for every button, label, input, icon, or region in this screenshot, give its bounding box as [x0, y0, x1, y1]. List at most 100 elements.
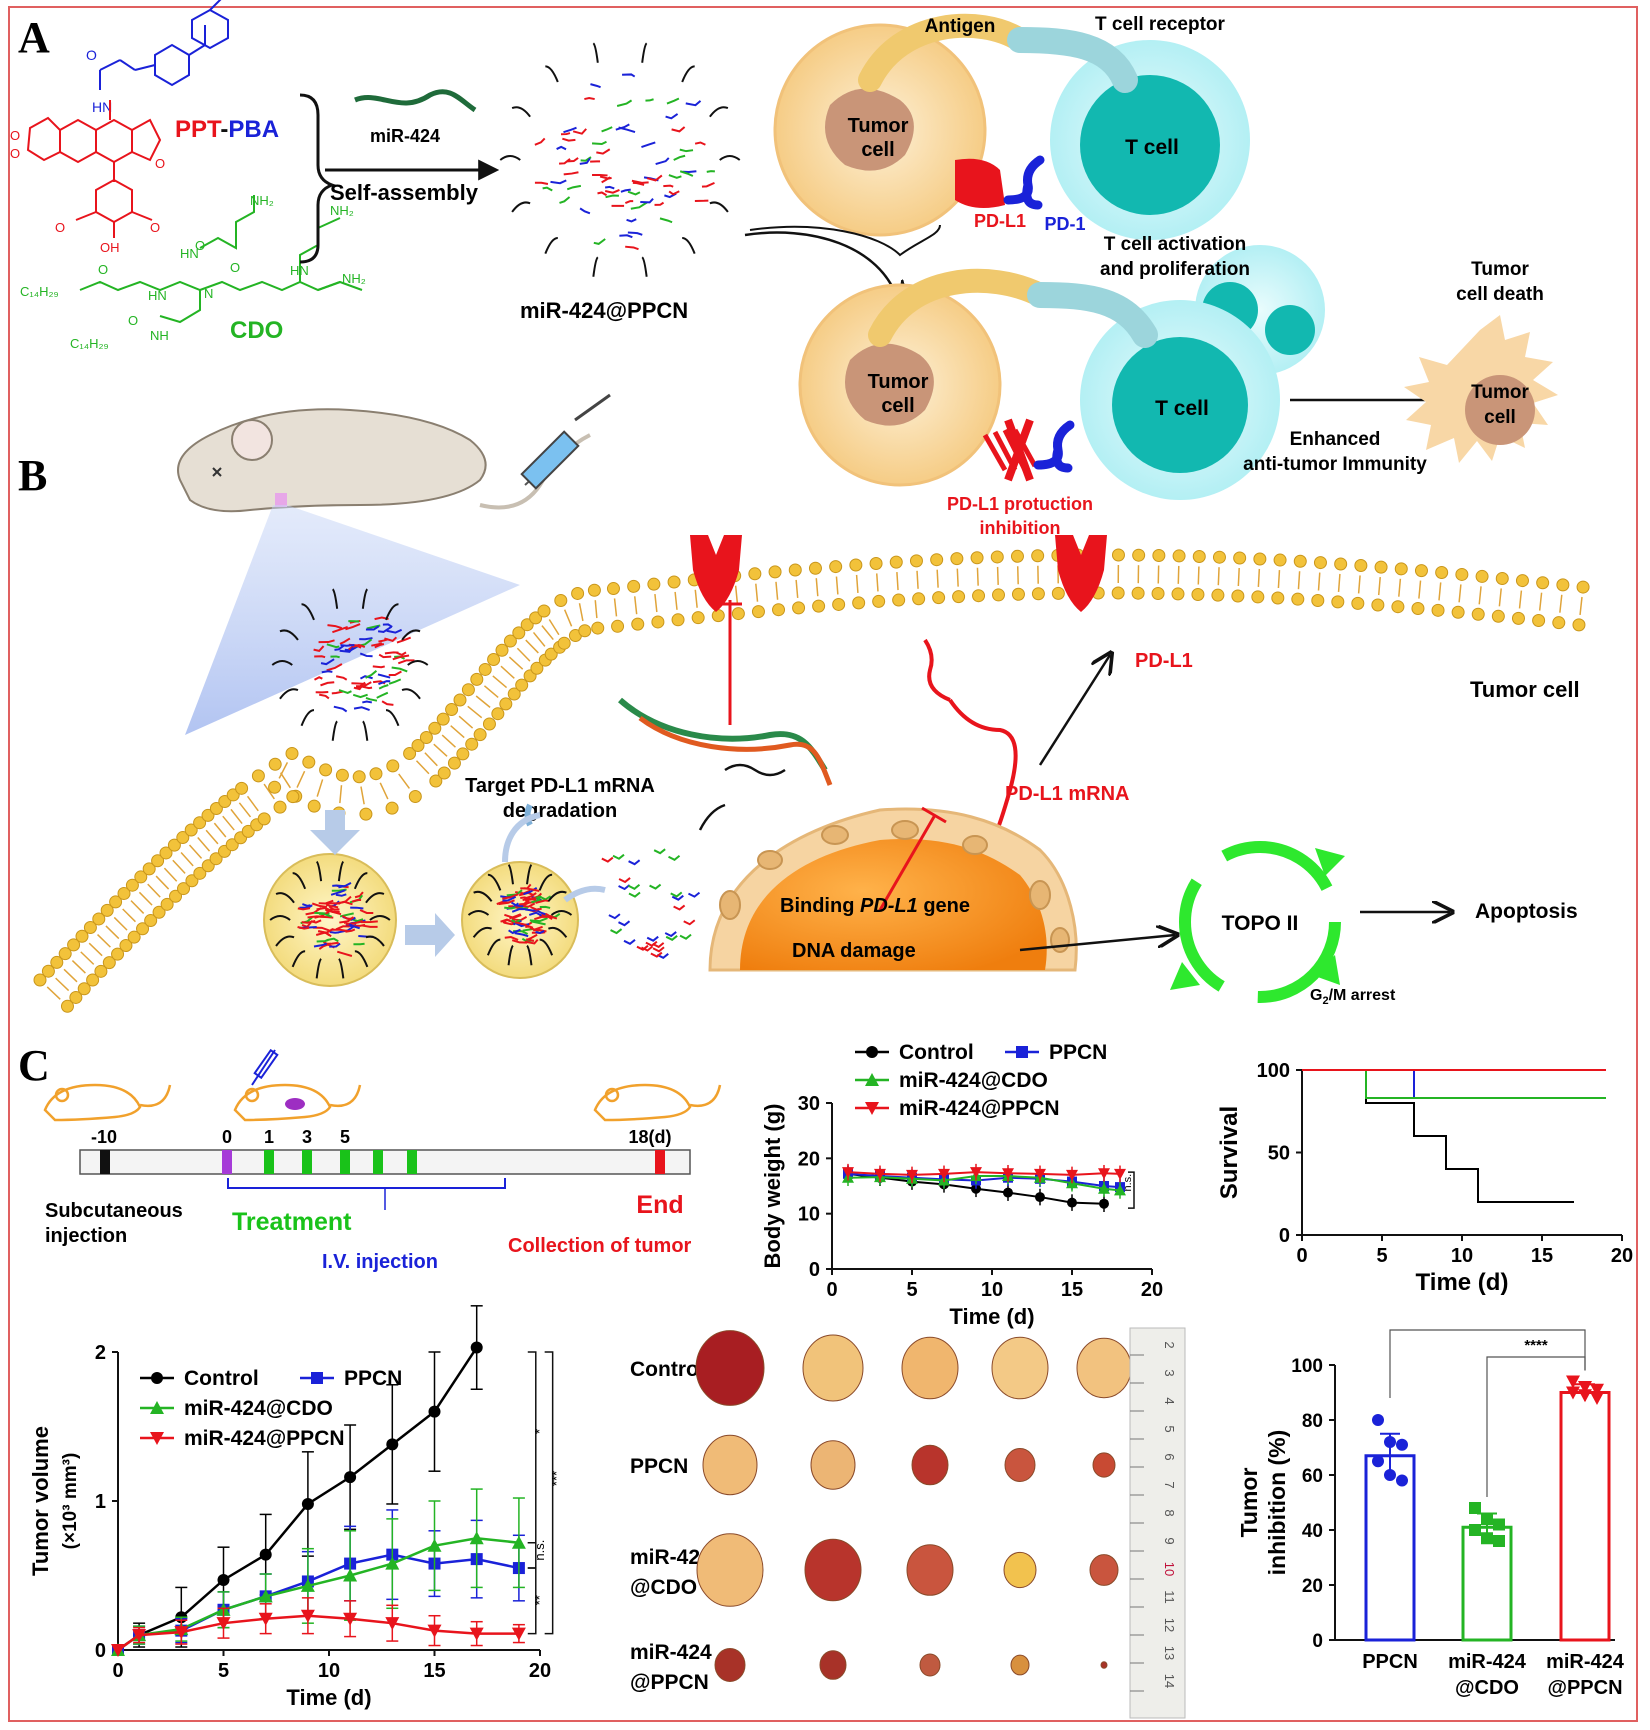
data-point: [217, 1573, 230, 1586]
survival-step: [1302, 1069, 1606, 1100]
collection-label: Collection of tumor: [508, 1235, 692, 1257]
data-point: [865, 1102, 879, 1115]
tumor-sample: [919, 1653, 941, 1677]
x-axis-label: Time (d): [1416, 1269, 1509, 1296]
svg-text:HN: HN: [180, 246, 199, 261]
syringe-icon: [520, 393, 611, 490]
data-point: [427, 1538, 442, 1552]
x-axis-label: Time (d): [949, 1304, 1034, 1329]
svg-text:C₁₄H₂₉: C₁₄H₂₉: [70, 336, 109, 351]
legend-label: Control: [899, 1041, 974, 1064]
x-tick-label: 15: [1061, 1279, 1083, 1301]
tumor-sample: [714, 1648, 746, 1682]
apoptosis-label: Apoptosis: [1475, 900, 1578, 923]
row-label: miR-424: [630, 1641, 712, 1664]
tumor-cell-label: Tumor cell: [1470, 677, 1580, 702]
x-tick-label: 10: [981, 1279, 1003, 1301]
data-point: [1114, 1184, 1126, 1196]
y-axis-label: Body weight (g): [760, 1104, 785, 1269]
significance-bracket: [544, 1351, 554, 1635]
svg-text:Tumor: Tumor: [848, 115, 909, 137]
data-point: [1372, 1414, 1384, 1426]
panel-label-b: B: [18, 451, 47, 500]
day-label-3: 3: [302, 1127, 312, 1147]
figure-frame: [8, 6, 1638, 1722]
svg-text:OH: OH: [100, 240, 120, 255]
data-point: [150, 1432, 164, 1445]
data-point: [1566, 1375, 1580, 1389]
data-point: [1035, 1192, 1045, 1203]
y-axis-label: Survival: [1216, 1106, 1243, 1199]
dna-damage-arrow: [1019, 935, 1175, 952]
category-label: miR-424: [1546, 1651, 1625, 1673]
x-tick-label: 10: [318, 1660, 340, 1682]
significance-bracket: [1128, 1171, 1135, 1209]
svg-text:PD-L1 protuction: PD-L1 protuction: [947, 494, 1093, 514]
pdl1-mrna: [923, 638, 1018, 836]
self-assembly-label: Self-assembly: [330, 180, 479, 205]
ppt-label: PPT-PBA: [175, 116, 279, 143]
y-tick-label: 80: [1302, 1411, 1323, 1432]
mouse-icon-left: [43, 1083, 172, 1122]
y-tick-label: 30: [798, 1093, 820, 1115]
data-point: [1469, 1524, 1481, 1536]
significance-bracket: [527, 1351, 537, 1544]
data-point: [385, 1556, 400, 1570]
data-point: [1566, 1386, 1580, 1400]
tumor-sample: [804, 1538, 862, 1602]
g2m-label: G2/M arrest: [1310, 987, 1396, 1007]
x-tick-label: 20: [1141, 1279, 1163, 1301]
mouse-illustration: [177, 408, 591, 513]
significance-label: ****: [1524, 1337, 1548, 1354]
data-point: [1469, 1502, 1481, 1514]
y-tick-label: 0: [809, 1259, 820, 1281]
row-label: Control: [630, 1358, 705, 1381]
data-point: [1481, 1513, 1493, 1525]
x-tick-label: 15: [423, 1660, 445, 1682]
tumor-sample: [802, 1334, 864, 1402]
subq-label-1: Subcutaneous: [45, 1200, 183, 1222]
data-point: [259, 1548, 272, 1561]
data-point: [511, 1535, 526, 1549]
data-point: [1098, 1182, 1110, 1194]
tumor-sample: [1100, 1661, 1108, 1669]
svg-text:O: O: [98, 262, 108, 277]
day-label-neg10: -10: [91, 1127, 117, 1147]
dying-tumor-cell: Tumor cell: [1404, 315, 1558, 463]
data-point: [938, 1168, 950, 1180]
data-point: [469, 1627, 484, 1641]
ruler-mark: 12: [1162, 1618, 1177, 1632]
svg-text:O: O: [10, 146, 20, 161]
panel-label-a: A: [18, 13, 50, 62]
data-point: [1590, 1392, 1604, 1405]
series-line: [117, 1346, 478, 1652]
svg-text:T cell: T cell: [1155, 397, 1209, 420]
data-point: [1384, 1469, 1396, 1481]
svg-text:O: O: [86, 47, 97, 63]
synapse-top: Tumor cell T cell PD-L1 PD-1 Antigen T c…: [773, 13, 1250, 240]
tumor-sample: [901, 1336, 959, 1400]
category-label: PPCN: [1362, 1651, 1418, 1673]
svg-text:NH₂: NH₂: [342, 271, 366, 286]
y-axis-label: Tumor: [1236, 1468, 1262, 1538]
data-point: [865, 1073, 879, 1086]
y-tick-label: 1: [95, 1491, 106, 1513]
data-point: [842, 1167, 854, 1179]
data-point: [1493, 1535, 1505, 1547]
target-label-1: Target PD-L1 mRNA: [465, 775, 655, 797]
ruler-mark: 11: [1162, 1590, 1177, 1604]
svg-text:NH: NH: [150, 328, 169, 343]
cdo-structure: [79, 195, 363, 324]
iv-label: I.V. injection: [322, 1251, 438, 1273]
svg-text:HN: HN: [92, 99, 112, 115]
tumor-sample: [1076, 1337, 1132, 1399]
brace: [299, 93, 337, 264]
enhanced-label-2: anti-tumor Immunity: [1243, 454, 1427, 475]
tumor-sample: [1092, 1452, 1116, 1478]
data-point: [151, 1372, 163, 1384]
legend-label: miR-424@PPCN: [184, 1427, 345, 1450]
mrna-to-pdl1-arrow: [1038, 655, 1110, 766]
cdo-label: CDO: [230, 317, 283, 344]
